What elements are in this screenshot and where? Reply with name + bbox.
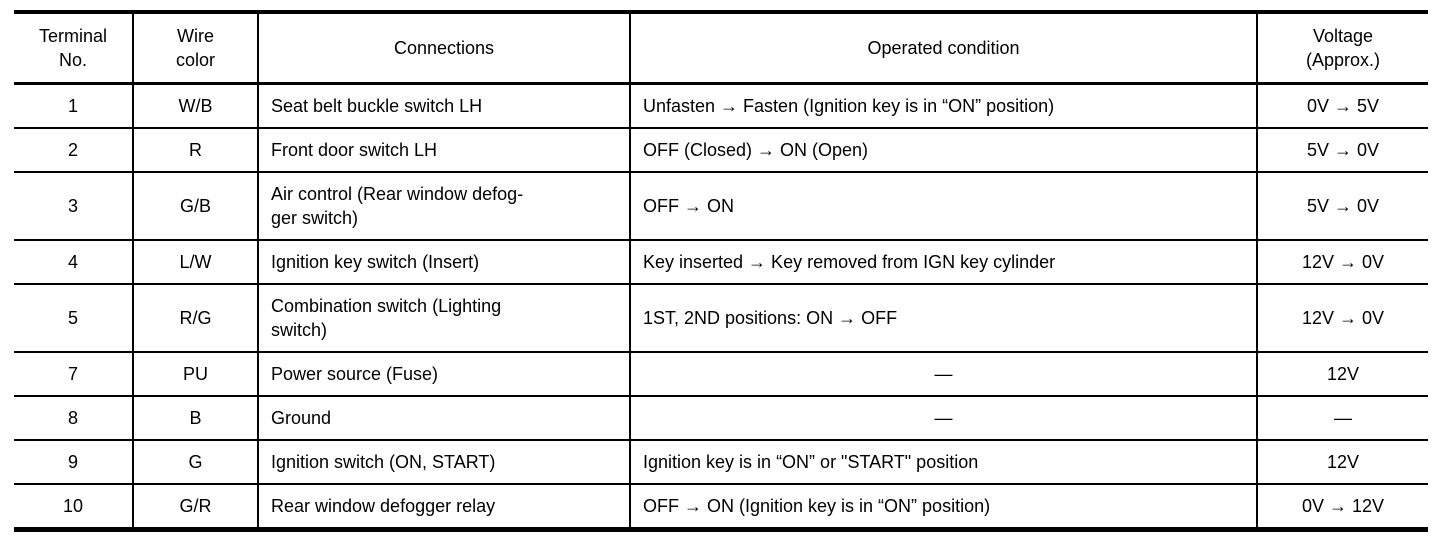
terminal-no-cell: 5: [14, 283, 133, 352]
wire-color-cell: W/B: [132, 82, 258, 128]
table-body: 1 W/B Seat belt buckle switch LH Unfaste…: [14, 82, 1428, 530]
wire-color-cell: L/W: [132, 239, 258, 284]
operated-condition-cell: OFF → ON (Ignition key is in “ON” positi…: [629, 483, 1257, 530]
connections-cell: Rear window defogger relay: [257, 483, 630, 530]
operated-condition-cell: —: [629, 395, 1257, 440]
table-row: 3 G/B Air control (Rear window defog- ge…: [14, 171, 1428, 240]
table-row: 7 PU Power source (Fuse) — 12V: [14, 351, 1428, 396]
wire-color-cell: B: [132, 395, 258, 440]
connections-cell: Front door switch LH: [257, 127, 630, 172]
terminal-no-cell: 2: [14, 127, 133, 172]
operated-condition-cell: Unfasten → Fasten (Ignition key is in “O…: [629, 82, 1257, 128]
terminal-no-cell: 10: [14, 483, 133, 530]
connections-cell: Ignition key switch (Insert): [257, 239, 630, 284]
col-header-voltage: Voltage (Approx.): [1256, 12, 1428, 85]
voltage-cell: 12V: [1256, 351, 1428, 396]
col-header-operated-condition: Operated condition: [629, 12, 1257, 85]
connections-cell: Air control (Rear window defog- ger swit…: [257, 171, 630, 240]
operated-condition-cell: OFF (Closed) → ON (Open): [629, 127, 1257, 172]
table-row: 1 W/B Seat belt buckle switch LH Unfaste…: [14, 82, 1428, 128]
terminal-voltage-table: Terminal No. Wire color Connections Oper…: [14, 10, 1428, 532]
connections-cell: Combination switch (Lighting switch): [257, 283, 630, 352]
voltage-cell: 5V → 0V: [1256, 127, 1428, 172]
connections-cell: Ground: [257, 395, 630, 440]
voltage-cell: 12V → 0V: [1256, 239, 1428, 284]
wire-color-cell: PU: [132, 351, 258, 396]
wire-color-cell: R/G: [132, 283, 258, 352]
terminal-no-cell: 8: [14, 395, 133, 440]
table-row: 5 R/G Combination switch (Lighting switc…: [14, 283, 1428, 352]
col-header-terminal-no: Terminal No.: [14, 12, 133, 85]
voltage-cell: —: [1256, 395, 1428, 440]
table-row: 10 G/R Rear window defogger relay OFF → …: [14, 483, 1428, 530]
operated-condition-cell: Ignition key is in “ON” or "START" posit…: [629, 439, 1257, 484]
col-header-wire-color: Wire color: [132, 12, 258, 85]
table-row: 4 L/W Ignition key switch (Insert) Key i…: [14, 239, 1428, 284]
terminal-no-cell: 7: [14, 351, 133, 396]
wire-color-cell: G/B: [132, 171, 258, 240]
terminal-no-cell: 3: [14, 171, 133, 240]
col-header-connections: Connections: [257, 12, 630, 85]
wire-color-cell: G: [132, 439, 258, 484]
table-header: Terminal No. Wire color Connections Oper…: [14, 12, 1428, 85]
wire-color-cell: R: [132, 127, 258, 172]
table-row: 9 G Ignition switch (ON, START) Ignition…: [14, 439, 1428, 484]
operated-condition-cell: Key inserted → Key removed from IGN key …: [629, 239, 1257, 284]
table-row: 2 R Front door switch LH OFF (Closed) → …: [14, 127, 1428, 172]
voltage-cell: 0V → 12V: [1256, 483, 1428, 530]
operated-condition-cell: —: [629, 351, 1257, 396]
voltage-cell: 12V: [1256, 439, 1428, 484]
operated-condition-cell: OFF → ON: [629, 171, 1257, 240]
wire-color-cell: G/R: [132, 483, 258, 530]
table-row: 8 B Ground — —: [14, 395, 1428, 440]
terminal-no-cell: 4: [14, 239, 133, 284]
header-row: Terminal No. Wire color Connections Oper…: [14, 12, 1428, 85]
operated-condition-cell: 1ST, 2ND positions: ON → OFF: [629, 283, 1257, 352]
terminal-no-cell: 1: [14, 82, 133, 128]
connections-cell: Seat belt buckle switch LH: [257, 82, 630, 128]
voltage-cell: 12V → 0V: [1256, 283, 1428, 352]
voltage-cell: 5V → 0V: [1256, 171, 1428, 240]
connections-cell: Ignition switch (ON, START): [257, 439, 630, 484]
voltage-cell: 0V → 5V: [1256, 82, 1428, 128]
connections-cell: Power source (Fuse): [257, 351, 630, 396]
terminal-no-cell: 9: [14, 439, 133, 484]
